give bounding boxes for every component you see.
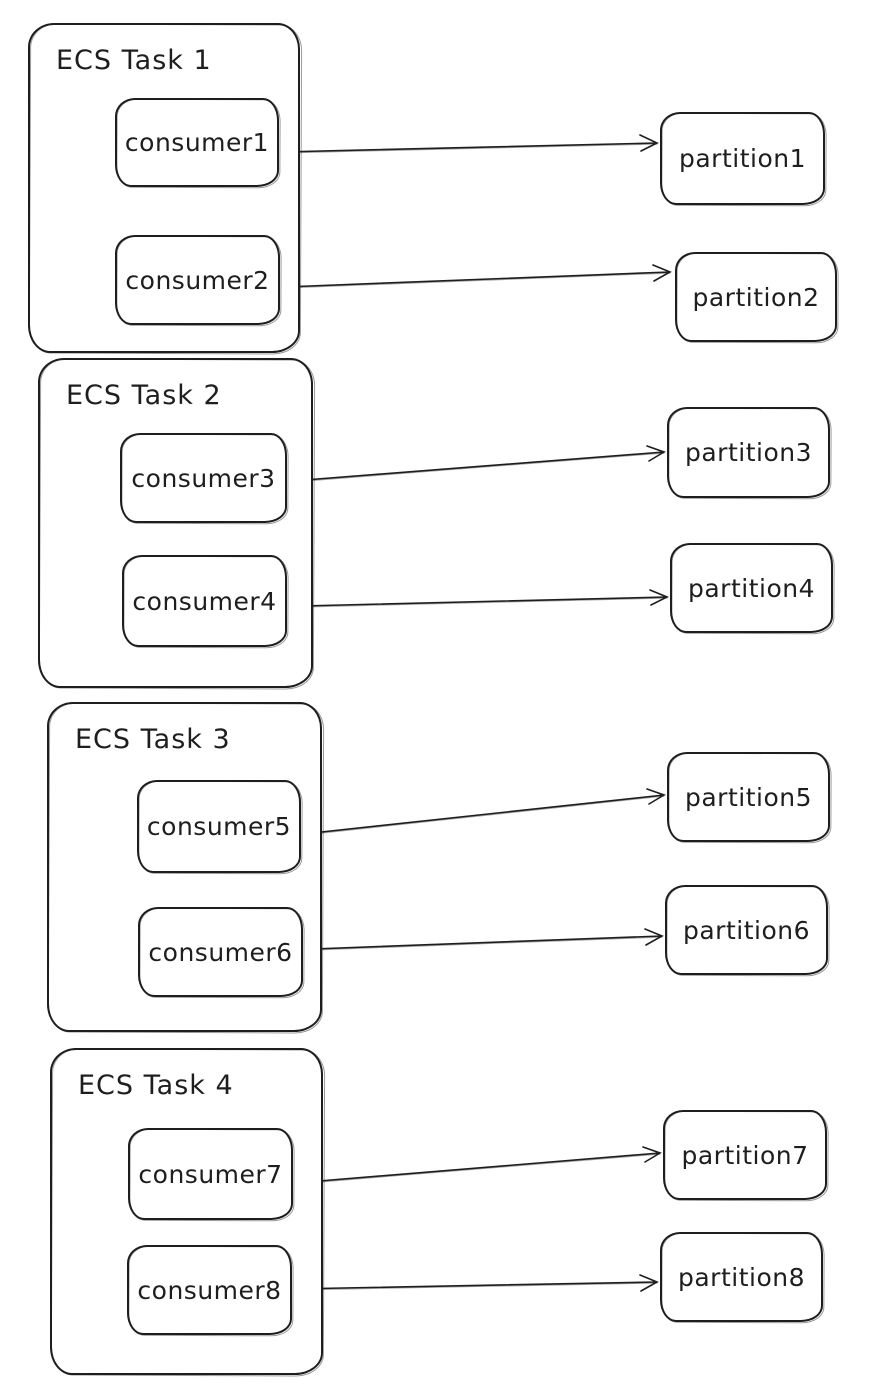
consumer2-box: consumer2 — [115, 235, 280, 325]
arrow-consumer6-partition6 — [312, 928, 664, 951]
arrow-consumer1-partition1 — [280, 134, 659, 154]
partition3-box: partition3 — [667, 407, 830, 498]
ecs-task-3-label: ECS Task 3 — [75, 724, 231, 755]
consumer1-box: consumer1 — [115, 98, 279, 187]
partition5-label: partition5 — [684, 782, 812, 812]
consumer2-label: consumer2 — [125, 265, 270, 295]
partition4-label: partition4 — [687, 573, 815, 603]
consumer7-label: consumer7 — [138, 1159, 283, 1189]
arrow-consumer5-partition5 — [302, 788, 666, 836]
partition2-label: partition2 — [692, 282, 820, 312]
partition8-label: partition8 — [677, 1262, 805, 1292]
partition5-box: partition5 — [667, 752, 830, 842]
consumer8-box: consumer8 — [127, 1245, 292, 1335]
arrow-consumer3-partition3 — [291, 445, 666, 483]
consumer3-label: consumer3 — [131, 463, 276, 493]
consumer4-box: consumer4 — [122, 555, 287, 647]
arrow-consumer7-partition7 — [294, 1146, 662, 1185]
partition6-box: partition6 — [665, 885, 828, 975]
arrow-consumer8-partition8 — [290, 1274, 659, 1292]
partition7-label: partition7 — [681, 1140, 809, 1170]
partition8-box: partition8 — [660, 1232, 823, 1322]
partition4-box: partition4 — [670, 543, 833, 633]
arrow-consumer4-partition4 — [300, 589, 669, 608]
partition1-box: partition1 — [660, 112, 825, 205]
consumer8-label: consumer8 — [137, 1275, 282, 1305]
consumer4-label: consumer4 — [132, 586, 277, 616]
partition2-box: partition2 — [675, 252, 837, 342]
consumer1-label: consumer1 — [124, 128, 270, 157]
consumer6-box: consumer6 — [138, 907, 303, 997]
consumer5-label: consumer5 — [146, 812, 292, 841]
consumer3-box: consumer3 — [120, 433, 287, 523]
partition7-box: partition7 — [663, 1110, 827, 1200]
consumer7-box: consumer7 — [128, 1128, 293, 1220]
ecs-task-2-label: ECS Task 2 — [66, 380, 222, 411]
partition6-label: partition6 — [682, 915, 810, 945]
arrow-consumer2-partition2 — [283, 264, 672, 289]
ecs-task-4-label: ECS Task 4 — [78, 1070, 234, 1101]
ecs-task-1-label: ECS Task 1 — [56, 45, 212, 76]
consumer5-box: consumer5 — [137, 780, 301, 873]
partition1-label: partition1 — [678, 144, 806, 173]
partition3-label: partition3 — [684, 438, 812, 467]
consumer6-label: consumer6 — [148, 937, 293, 967]
